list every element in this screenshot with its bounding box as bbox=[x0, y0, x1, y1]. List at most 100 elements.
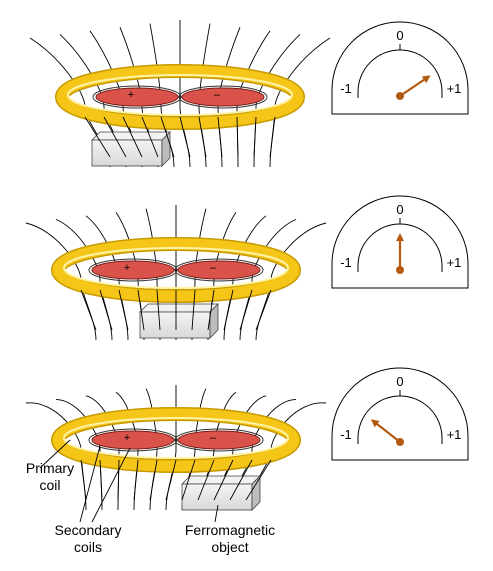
meter-label-minus-one: -1 bbox=[340, 255, 352, 270]
field-line bbox=[245, 459, 272, 501]
meter-scale-arc bbox=[357, 49, 443, 93]
field-line bbox=[133, 459, 139, 501]
field-line bbox=[229, 459, 253, 501]
field-line bbox=[223, 289, 234, 331]
polarity-plus: + bbox=[124, 262, 130, 274]
meter-housing bbox=[331, 367, 469, 461]
secondary-coil-leader-left bbox=[79, 445, 101, 523]
panel-object-centered: +–-10+1 bbox=[25, 195, 469, 341]
field-line bbox=[165, 384, 177, 511]
object-leader bbox=[214, 504, 219, 523]
field-line bbox=[217, 116, 223, 158]
meter-scale-arc bbox=[357, 395, 443, 439]
field-line bbox=[141, 116, 159, 158]
field-line bbox=[118, 289, 129, 331]
ferromagnetic-object-label: Ferromagnetic object bbox=[184, 522, 276, 555]
field-line bbox=[160, 116, 175, 158]
primary-coil-highlight bbox=[63, 417, 289, 459]
field-line bbox=[122, 116, 143, 158]
secondary-coil-left bbox=[91, 430, 175, 450]
object-front-face bbox=[139, 311, 211, 339]
field-line bbox=[269, 116, 276, 158]
secondary-coil-rim bbox=[92, 85, 182, 109]
secondary-coils: +– bbox=[92, 85, 268, 109]
meter-pivot bbox=[396, 438, 404, 446]
object-side-face bbox=[251, 475, 261, 511]
field-lines-front bbox=[84, 116, 276, 158]
secondary-coil-right bbox=[177, 260, 261, 280]
field-lines-front bbox=[80, 459, 272, 501]
meter-pivot bbox=[396, 266, 404, 274]
ferromagnetic-object bbox=[181, 475, 261, 511]
secondary-coils: +– bbox=[88, 258, 264, 282]
secondary-coil-left bbox=[91, 260, 175, 280]
meter-needle bbox=[372, 420, 401, 443]
field-line bbox=[80, 289, 97, 331]
secondary-coil-rim bbox=[178, 85, 268, 109]
meter-label-zero: 0 bbox=[396, 202, 403, 217]
polarity-minus: – bbox=[210, 262, 217, 274]
meter-label-zero: 0 bbox=[396, 374, 403, 389]
object-top-face bbox=[181, 475, 261, 485]
primary-coil-highlight bbox=[67, 74, 293, 116]
meter-label-minus-one: -1 bbox=[340, 81, 352, 96]
meter: -10+1 bbox=[331, 21, 469, 115]
object-top-face bbox=[139, 303, 219, 313]
object-front-face bbox=[91, 139, 163, 167]
meter-needle-arrowhead bbox=[370, 419, 380, 428]
primary-coil-leader bbox=[39, 439, 71, 469]
panel-object-left: +–-10+1 bbox=[25, 367, 469, 511]
field-line bbox=[198, 116, 207, 158]
field-line bbox=[165, 459, 177, 501]
field-line bbox=[103, 116, 127, 158]
meter-housing bbox=[331, 21, 469, 115]
meter: -1 0 +1 bbox=[331, 367, 469, 461]
secondary-coil-left bbox=[95, 87, 179, 107]
secondary-coil-rim bbox=[174, 428, 264, 452]
field-line bbox=[181, 459, 196, 501]
meter-needle bbox=[399, 76, 429, 97]
object-side-face bbox=[209, 303, 219, 339]
ferromagnetic-object bbox=[139, 303, 219, 339]
field-line bbox=[84, 116, 111, 158]
panel-object-right: +– -10+1 bbox=[29, 20, 469, 168]
field-line bbox=[99, 289, 113, 331]
polarity-plus: + bbox=[124, 432, 130, 444]
field-line bbox=[117, 459, 120, 501]
secondary-coils: +– bbox=[88, 428, 264, 452]
meter-label-minus-one: -1 bbox=[340, 427, 352, 442]
ferromagnetic-object bbox=[91, 131, 171, 167]
meter-needle-arrowhead bbox=[396, 233, 404, 241]
field-line bbox=[253, 116, 257, 158]
meter-label-plus-one: +1 bbox=[447, 81, 462, 96]
primary-coil bbox=[56, 65, 304, 129]
primary-coil bbox=[52, 408, 300, 472]
field-line bbox=[149, 459, 158, 501]
field-line bbox=[179, 116, 191, 158]
secondary-coil-rim bbox=[88, 428, 178, 452]
field-line bbox=[156, 289, 161, 331]
field-line bbox=[236, 116, 239, 158]
field-line bbox=[255, 289, 272, 331]
secondary-coil-leader-right bbox=[91, 447, 131, 523]
meter-label-plus-one: +1 bbox=[447, 255, 462, 270]
polarity-minus: – bbox=[214, 89, 221, 101]
field-line bbox=[99, 459, 103, 501]
primary-coil-label: Primary coil bbox=[25, 460, 75, 493]
field-lines bbox=[29, 20, 331, 168]
secondary-coil-right bbox=[181, 87, 265, 107]
label-leader-lines bbox=[39, 439, 219, 523]
meter-needle-arrowhead bbox=[421, 75, 431, 84]
field-line bbox=[191, 289, 196, 331]
meter-pivot bbox=[396, 92, 404, 100]
primary-coil-highlight bbox=[63, 247, 289, 289]
object-front-face bbox=[181, 483, 253, 511]
field-line bbox=[197, 459, 215, 501]
meter-scale-arc bbox=[357, 223, 443, 267]
polarity-minus: – bbox=[210, 432, 217, 444]
meter-label-plus-one: +1 bbox=[447, 427, 462, 442]
meter: -1 0 +1 bbox=[331, 195, 469, 289]
secondary-coil-rim bbox=[174, 258, 264, 282]
